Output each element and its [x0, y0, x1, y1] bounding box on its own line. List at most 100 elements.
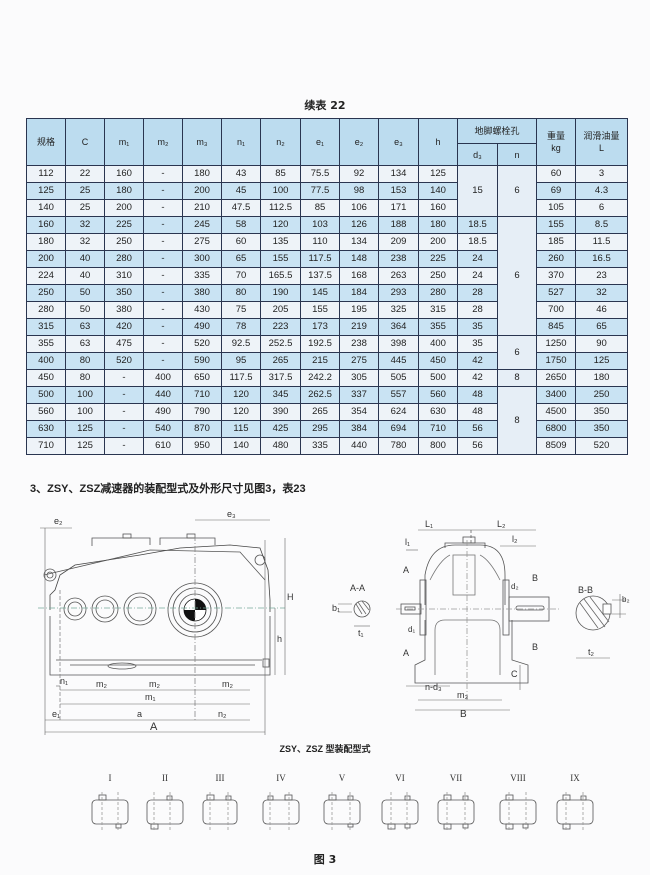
- cell-c: 100: [65, 386, 105, 404]
- mounting-type-label-1: I: [108, 773, 112, 783]
- cell-oil: 520: [575, 437, 629, 455]
- cell-d3: 18.5: [457, 233, 498, 251]
- cell-e1: 137.5: [300, 267, 340, 285]
- cell-e1: 242.2: [300, 369, 340, 387]
- cell-oil: 46: [575, 301, 629, 319]
- label-e3: e₃: [227, 509, 236, 519]
- cell-d3: 28: [457, 284, 498, 302]
- table-caption: 续表 22: [304, 99, 346, 112]
- cell-n2: 425: [260, 420, 301, 438]
- cell-m1: 420: [104, 318, 144, 336]
- mounting-type-label-3: III: [215, 773, 225, 783]
- label-A-top: A: [403, 565, 409, 575]
- cell-c: 50: [65, 301, 105, 319]
- cell-m1: -: [104, 403, 144, 421]
- header-h: h: [418, 118, 458, 166]
- label-a: a: [137, 709, 142, 719]
- label-B-bottom: B: [532, 642, 538, 652]
- cell-d3: 18.5: [457, 216, 498, 234]
- label-m3: m₃: [457, 690, 468, 700]
- label-t2: t₂: [588, 647, 595, 657]
- cell-weight: 4500: [536, 403, 577, 421]
- cell-e1: 117.5: [300, 250, 340, 268]
- cell-weight: 2650: [536, 369, 577, 387]
- mounting-type-label-5: V: [338, 773, 346, 783]
- label-A-bottom: A: [403, 648, 409, 658]
- label-b1: b₁: [332, 603, 340, 613]
- cell-e3: 293: [378, 284, 419, 302]
- cell-m3: 710: [182, 386, 222, 404]
- mounting-type-label-2: II: [162, 773, 168, 783]
- cell-e2: 384: [339, 420, 379, 438]
- mounting-types-caption: ZSY、ZSZ 型装配型式: [279, 744, 371, 754]
- cell-m1: 280: [104, 250, 144, 268]
- cell-m2: 400: [143, 369, 183, 387]
- label-m2-b: m₂: [149, 679, 160, 689]
- header-weight-label: 重量: [547, 131, 566, 141]
- cell-oil: 8.5: [575, 216, 629, 234]
- label-B-top: B: [532, 573, 538, 583]
- cell-n2: 205: [260, 301, 301, 319]
- cell-e1: 265: [300, 403, 340, 421]
- header-weight: 重量 kg: [536, 118, 577, 166]
- cell-n: 6: [496, 165, 538, 217]
- cell-e1: 75.5: [300, 165, 340, 183]
- cell-spec: 280: [26, 301, 66, 319]
- label-m2-c: m₂: [222, 679, 233, 689]
- cell-n2: 165.5: [260, 267, 301, 285]
- cell-c: 63: [65, 318, 105, 336]
- header-oil-unit: L: [599, 143, 605, 153]
- cell-m2: -: [143, 352, 183, 370]
- cell-m1: 310: [104, 267, 144, 285]
- cell-weight: 1750: [536, 352, 577, 370]
- cell-spec: 710: [26, 437, 66, 455]
- cell-n1: 92.5: [221, 335, 261, 353]
- label-d2: d₂: [511, 582, 519, 591]
- cell-h: 500: [418, 369, 458, 387]
- cell-oil: 11.5: [575, 233, 629, 251]
- cell-n2: 155: [260, 250, 301, 268]
- cell-m3: 200: [182, 182, 222, 200]
- cell-m2: -: [143, 216, 183, 234]
- header-oil-label: 润滑油量: [583, 131, 620, 141]
- cell-e3: 445: [378, 352, 419, 370]
- cell-h: 800: [418, 437, 458, 455]
- header-e1: e₁: [300, 118, 340, 166]
- cell-n2: 480: [260, 437, 301, 455]
- section-aa-drawing: A-A b₁ t₁: [332, 583, 371, 638]
- mounting-type-label-7: VII: [449, 773, 463, 783]
- cell-oil: 32: [575, 284, 629, 302]
- section-aa-title: A-A: [350, 583, 365, 593]
- cell-n: 6: [496, 216, 538, 336]
- cell-e1: 215: [300, 352, 340, 370]
- cell-n1: 47.5: [221, 199, 261, 217]
- cell-d3: 24: [457, 250, 498, 268]
- label-C: C: [511, 669, 518, 679]
- cell-n1: 58: [221, 216, 261, 234]
- cell-e3: 398: [378, 335, 419, 353]
- cell-spec: 355: [26, 335, 66, 353]
- cell-c: 40: [65, 250, 105, 268]
- label-L2: L₂: [497, 519, 506, 529]
- figure-number: 图 3: [313, 853, 337, 866]
- header-m2: m₂: [143, 118, 183, 166]
- cell-weight: 700: [536, 301, 577, 319]
- cell-oil: 16.5: [575, 250, 629, 268]
- mounting-type-icons: [91, 792, 594, 832]
- side-view-drawing: L₁ L₂ l₁ l₂ A A B B d₁ d₂ C n-d₃ m₃: [396, 519, 560, 720]
- cell-spec: 400: [26, 352, 66, 370]
- cell-n2: 135: [260, 233, 301, 251]
- cell-weight: 527: [536, 284, 577, 302]
- mounting-type-label-8: VIII: [510, 773, 526, 783]
- cell-e3: 505: [378, 369, 419, 387]
- label-e1: e₁: [52, 709, 60, 719]
- cell-m1: 520: [104, 352, 144, 370]
- cell-m1: 180: [104, 182, 144, 200]
- header-weight-unit: kg: [551, 143, 561, 153]
